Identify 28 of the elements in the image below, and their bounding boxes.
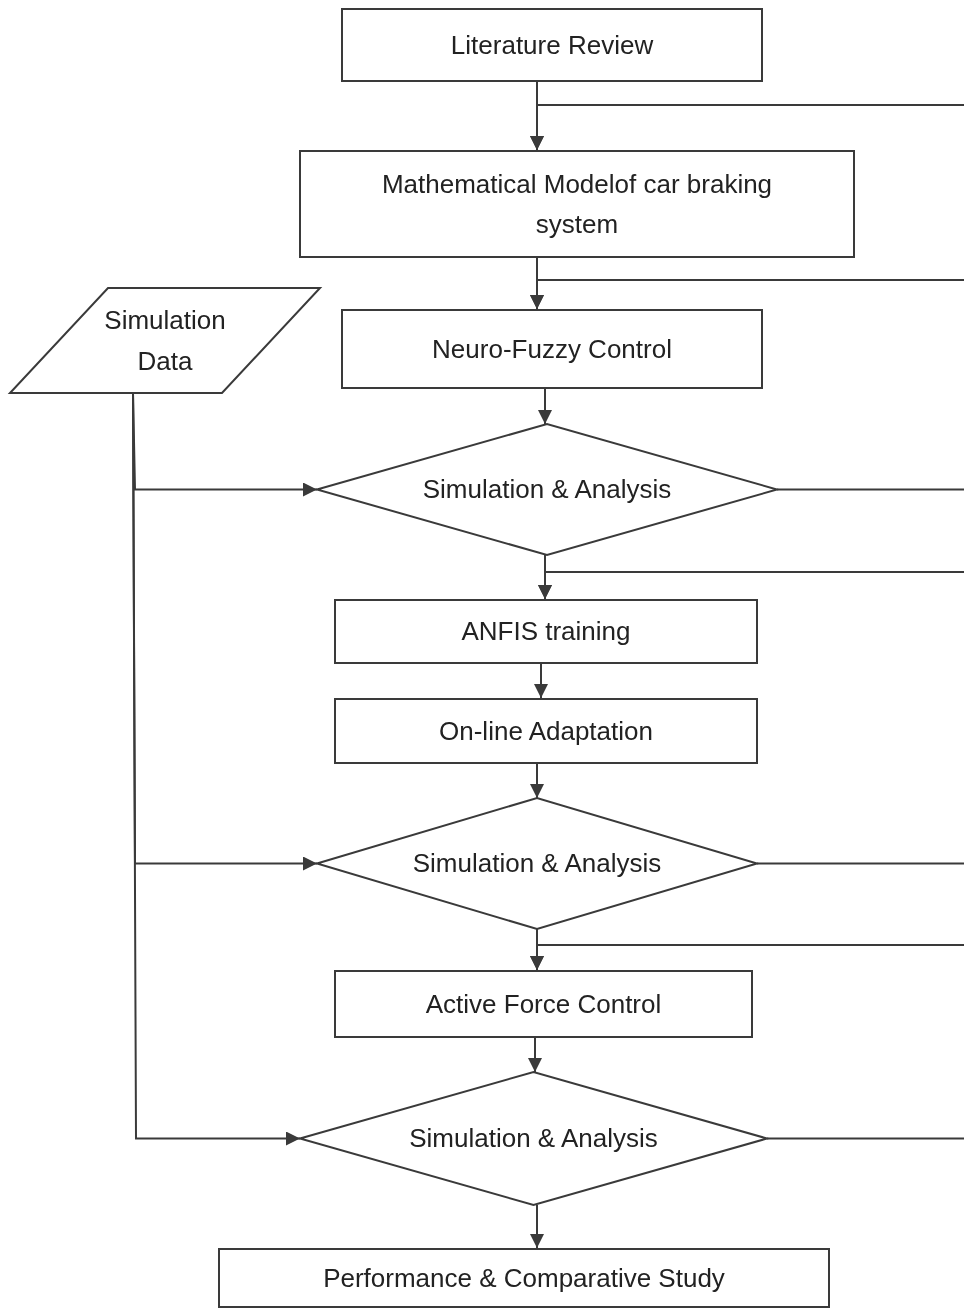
node-label: Mathematical Modelof car braking system: [380, 167, 774, 241]
arrow: [538, 388, 552, 425]
arrow: [534, 663, 548, 699]
node-label: Simulation Data: [103, 304, 227, 378]
process-box: [334, 698, 758, 764]
process-box: [218, 1248, 830, 1308]
process-box: [334, 970, 753, 1038]
arrow: [538, 571, 964, 600]
node-label: Neuro-Fuzzy Control: [432, 332, 672, 366]
node-label: Active Force Control: [425, 987, 662, 1021]
process-box: [341, 8, 763, 82]
node-label: ANFIS training: [461, 615, 631, 649]
connector-line: [756, 862, 964, 865]
arrow: [530, 1204, 544, 1249]
node-label: Performance & Comparative Study: [323, 1261, 725, 1295]
arrow: [530, 279, 964, 310]
connector-line: [776, 488, 964, 491]
process-box: [341, 309, 763, 389]
arrow: [530, 763, 544, 799]
process-box: [334, 599, 758, 664]
connector-line: [766, 1137, 964, 1140]
arrow: [528, 1037, 542, 1073]
process-box: [299, 150, 855, 258]
data-parallelogram: [10, 288, 320, 393]
arrow: [530, 944, 964, 971]
arrow: [530, 104, 964, 151]
node-label: On-line Adaptation: [439, 714, 653, 748]
node-label: Literature Review: [450, 28, 654, 62]
